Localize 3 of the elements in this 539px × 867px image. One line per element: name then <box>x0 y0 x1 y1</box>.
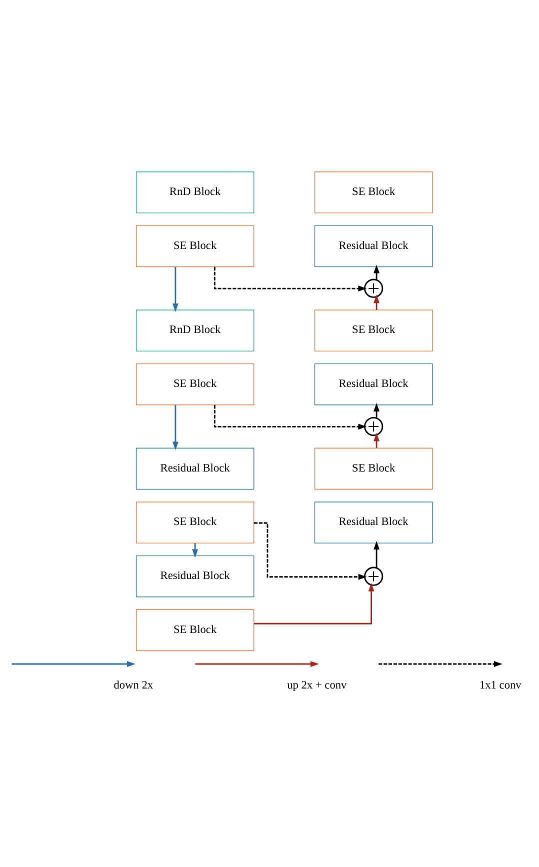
legend-label: down 2x <box>114 680 154 692</box>
legend-label: 1x1 conv <box>479 680 522 692</box>
legend-label: up 2x + conv <box>287 680 347 692</box>
